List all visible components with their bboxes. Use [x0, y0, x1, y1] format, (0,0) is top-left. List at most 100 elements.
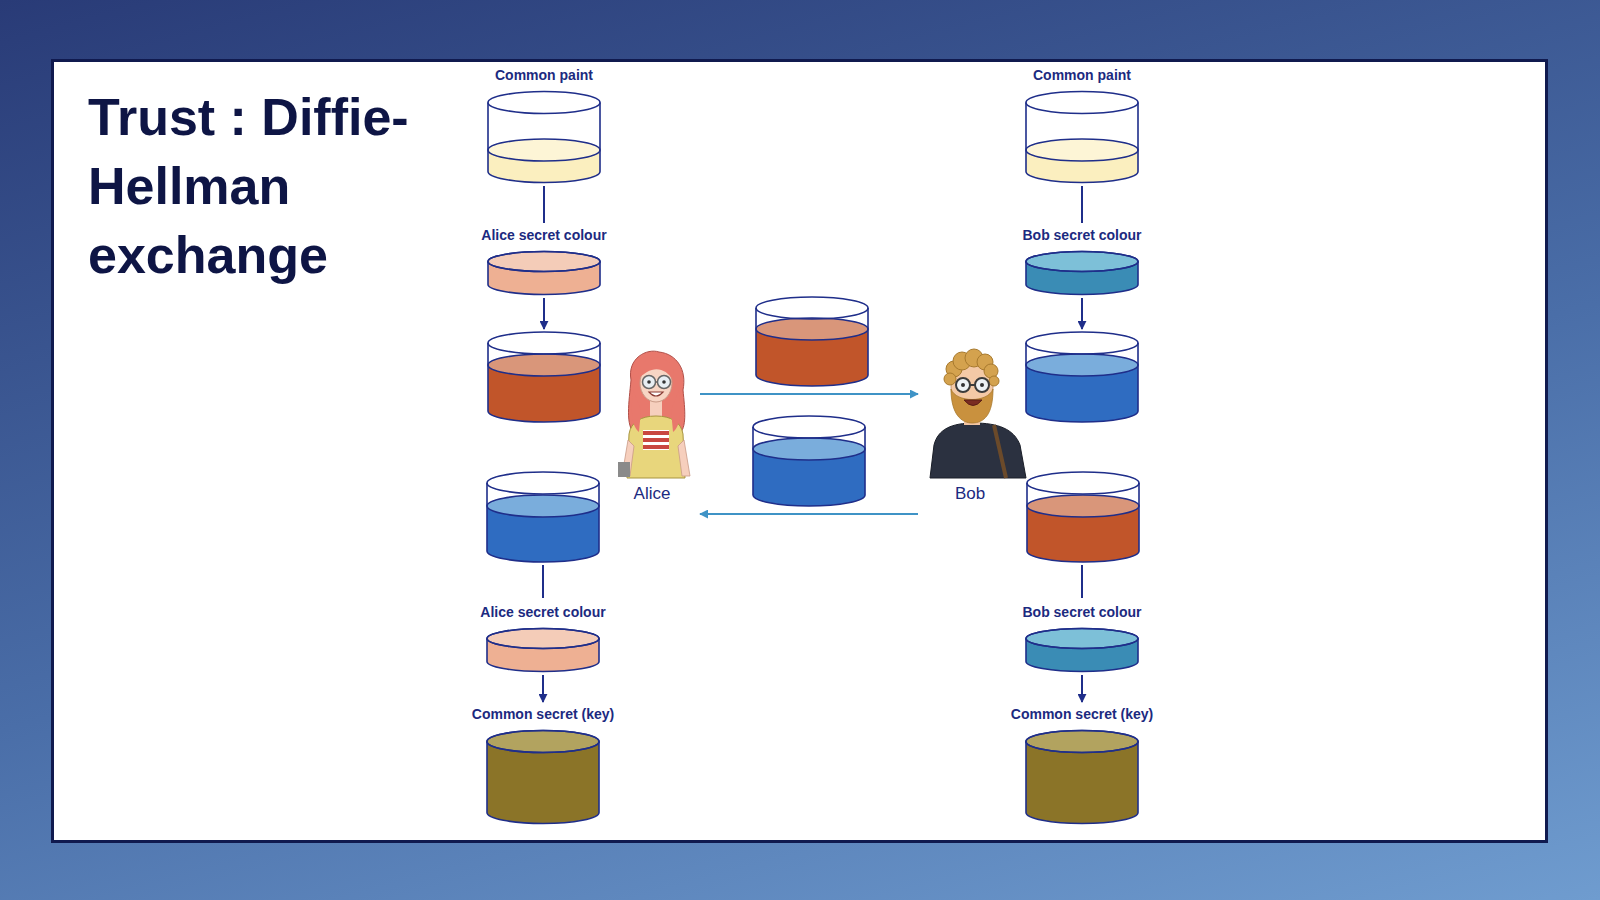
mixed-pot — [1026, 332, 1138, 354]
pot-rim — [488, 252, 600, 272]
received-pot — [1027, 495, 1139, 517]
mixed-pot — [488, 343, 600, 422]
bob-figure — [951, 389, 993, 423]
sent-pot — [753, 416, 865, 506]
bob-figure — [989, 376, 999, 386]
person-name: Alice — [634, 484, 671, 504]
pot-rim — [1026, 92, 1138, 114]
paint-surface — [1026, 629, 1138, 649]
alice-figure — [662, 380, 666, 384]
person-box: Alice — [608, 345, 696, 524]
received-pot — [1027, 472, 1139, 562]
pot-rim — [1026, 629, 1138, 649]
alice-figure — [643, 431, 669, 435]
pot-label: Bob secret colour — [1022, 227, 1141, 244]
bob-figure — [980, 383, 984, 387]
pot-shape — [486, 90, 602, 184]
paint-surface — [488, 252, 600, 272]
bob-figure — [994, 425, 1006, 478]
mix-line — [1081, 565, 1083, 598]
alice-figure — [643, 376, 656, 389]
alice-figure — [647, 380, 651, 384]
pot-label: Alice secret colour — [481, 227, 606, 244]
paint-surface — [1026, 731, 1138, 753]
pot-shape — [1024, 90, 1140, 184]
bob-figure — [944, 373, 956, 385]
mix-connector — [1081, 675, 1083, 702]
paint-surface — [1026, 139, 1138, 161]
paint-pot: Common secret (key) — [458, 705, 628, 825]
pot-outline — [1026, 103, 1138, 183]
alice-figure — [671, 390, 680, 432]
pot-rim — [1026, 731, 1138, 753]
paint-pot: Alice secret colour — [459, 226, 629, 296]
mix-connector — [543, 186, 545, 223]
pot-label: Bob secret colour — [1022, 604, 1141, 621]
alice-figure — [632, 390, 641, 432]
sent-pot — [753, 416, 865, 438]
alice-figure — [658, 376, 671, 389]
mix-connector — [542, 675, 544, 702]
alice-figure — [618, 351, 690, 478]
person-box: Bob — [922, 345, 1018, 524]
alice-figure — [650, 400, 662, 418]
mixed-pot — [488, 332, 600, 354]
paint-surface — [488, 139, 600, 161]
pot-label: Common secret (key) — [472, 706, 614, 723]
bob-figure — [964, 400, 982, 406]
bob-figure — [961, 383, 965, 387]
paint-pot: Common paint — [997, 66, 1167, 184]
sent-pot — [756, 318, 868, 340]
bob-figure — [970, 384, 975, 386]
paint-pot: Alice secret colour — [458, 603, 628, 673]
mixed-pot — [1026, 332, 1138, 422]
pot-outline — [488, 262, 600, 295]
alice-figure — [618, 462, 630, 477]
pot-outline — [1026, 639, 1138, 672]
mix-line — [542, 565, 544, 598]
bob-figure — [975, 378, 989, 392]
pot-label: Common secret (key) — [1011, 706, 1153, 723]
pot-rim — [487, 629, 599, 649]
alice-figure — [643, 438, 669, 442]
mix-arrow — [543, 298, 545, 329]
pot-outline — [1026, 742, 1138, 824]
alice-figure — [678, 440, 690, 476]
pot-rim — [487, 731, 599, 753]
pot-label: Common paint — [495, 67, 593, 84]
bob-figure — [956, 378, 970, 392]
mixed-pot — [488, 354, 600, 376]
pot-shape — [1024, 729, 1140, 825]
received-pot — [487, 483, 599, 562]
paint-body — [487, 742, 599, 824]
pot-shape — [1024, 627, 1140, 673]
mix-connector — [1081, 186, 1083, 223]
paint-surface — [487, 629, 599, 649]
bob-figure — [930, 349, 1026, 478]
pot-outline — [487, 639, 599, 672]
pot-shape — [485, 729, 601, 825]
received-pot — [487, 472, 599, 562]
bob-figure — [930, 423, 1026, 478]
sent-pot — [756, 297, 868, 386]
sent-pot — [753, 438, 865, 460]
paint-pot: Common paint — [459, 66, 629, 184]
pot-outline — [487, 742, 599, 824]
exchange-arrow — [700, 393, 918, 395]
mix-arrow — [544, 298, 1082, 329]
pot-rim — [488, 92, 600, 114]
paint-body — [1026, 742, 1138, 824]
pot-shape — [1024, 250, 1140, 296]
mix-arrow — [1081, 298, 1083, 329]
paint-surface — [1026, 252, 1138, 272]
pot-outline — [1026, 262, 1138, 295]
paint-pot: Bob secret colour — [997, 603, 1167, 673]
pot-label: Common paint — [1033, 67, 1131, 84]
sent-pot — [756, 297, 868, 319]
mix-line — [543, 565, 1082, 598]
mixed-pot — [1026, 354, 1138, 376]
received-pot — [487, 495, 599, 517]
received-pot — [1027, 483, 1139, 562]
received-pot — [1027, 472, 1139, 494]
